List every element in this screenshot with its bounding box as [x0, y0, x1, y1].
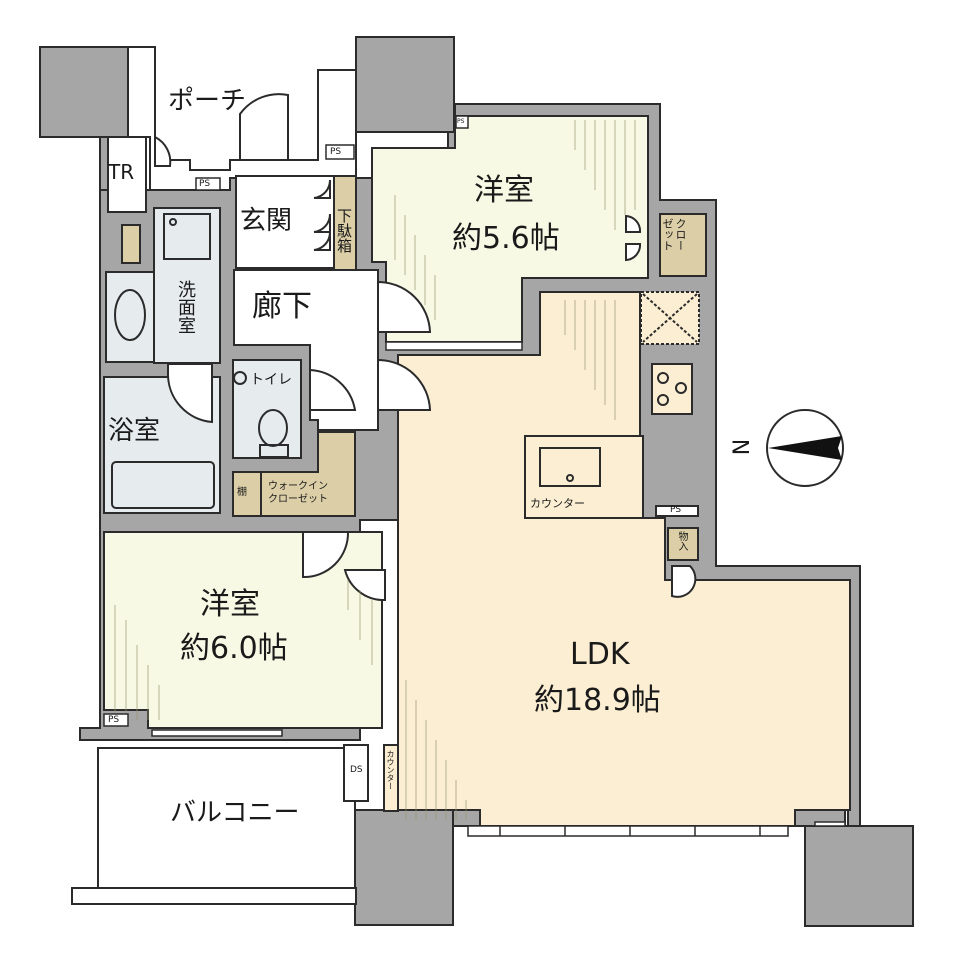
ps-kitchen: [655, 505, 699, 517]
bathroom-door: [166, 363, 213, 424]
closet-north: [659, 213, 707, 277]
entrance-label: 玄関: [240, 206, 293, 236]
walk-in-closet-label: ウォークイン クローゼット: [268, 481, 328, 505]
ps-bedroom-north-label: PS: [457, 118, 465, 125]
ldk-label: LDK: [570, 637, 630, 672]
bedroom-north-door: [377, 280, 432, 333]
ps-bedroom-north: [455, 115, 469, 129]
ps-kitchen-label: PS: [670, 505, 682, 515]
hallway-label: 廊下: [252, 289, 312, 324]
ps-bedroom-south: [103, 713, 129, 727]
ps-bedroom-south-label: PS: [108, 715, 120, 725]
ldk-size: 約18.9帖: [534, 683, 661, 718]
toilet-paper-icon: [233, 371, 247, 385]
ps-boxes: [103, 115, 469, 727]
front-door: [239, 93, 289, 161]
storage-door: [671, 565, 697, 598]
fixtures: [114, 213, 289, 458]
washing-machine-pan: [163, 213, 211, 260]
bedroom-north-floor: [371, 115, 649, 343]
closet-north-door: [625, 214, 642, 233]
ldk-sliding-window: [467, 825, 789, 837]
north-arrow-icon: [766, 409, 844, 487]
shoe-box-door: [313, 179, 332, 199]
closet-north-label: クロー ゼット: [661, 218, 687, 251]
shelf: [232, 471, 262, 517]
burner-icon: [657, 394, 669, 406]
bedroom-north-window: [385, 341, 523, 351]
column-northwest: [39, 46, 129, 138]
linen-storage: [121, 224, 141, 264]
column-southeast: [804, 825, 914, 927]
compass-north-label: N: [730, 438, 756, 456]
storage-small-label: 物入: [676, 531, 687, 551]
shoe-box-label: 下駄箱: [335, 208, 353, 253]
ps-porch-label: PS: [199, 179, 211, 189]
walk-in-closet-door: [343, 569, 386, 602]
ldk-floor: [397, 291, 851, 827]
living-counter: [383, 744, 399, 812]
storage-small: [667, 527, 699, 561]
kitchen: [524, 291, 700, 561]
washroom-label: 洗面室: [175, 280, 196, 334]
floor-hatching: [114, 120, 636, 820]
toilet-floor: [232, 359, 302, 459]
ps-outer-label: PS: [330, 147, 342, 157]
ds-shaft: [343, 744, 369, 802]
bedroom-south-door: [302, 531, 350, 579]
vent: [814, 821, 846, 827]
porch-label: ポーチ: [168, 86, 247, 116]
bedroom-north-label: 洋室: [474, 173, 534, 208]
balcony-railing: [71, 887, 357, 905]
trunk-room-floor: [107, 136, 147, 213]
windows: [151, 341, 846, 837]
ds-label: DS: [350, 765, 363, 775]
bedroom-south-label: 洋室: [200, 587, 260, 622]
ps-porch: [195, 177, 221, 191]
kitchen-counter-label: カウンター: [530, 497, 585, 510]
floors: [71, 46, 851, 905]
column-north-center: [355, 36, 455, 133]
bedroom-south-floor: [103, 531, 383, 729]
bedroom-south-size: 約6.0帖: [180, 631, 288, 666]
entrance-floor: [235, 175, 335, 269]
bathtub: [111, 461, 215, 509]
balcony-label: バルコニー: [170, 798, 300, 828]
tr-door: [154, 135, 172, 167]
ps-outer: [325, 144, 355, 160]
trunk-room-label: TR: [108, 160, 135, 184]
washbasin-area: [105, 271, 155, 363]
walk-in-closet: [260, 431, 356, 517]
living-counter-label: カウンター: [386, 750, 395, 790]
burner-icon: [657, 372, 669, 384]
bedroom-north-size: 約5.6帖: [452, 221, 560, 256]
bathroom-label: 浴室: [108, 416, 161, 446]
bedroom-south-window: [151, 729, 283, 737]
column-south-center: [354, 809, 454, 926]
ldk-door: [377, 358, 432, 411]
shelf-label: 棚: [237, 487, 247, 498]
toilet-label: トイレ: [250, 372, 292, 388]
toilet-door: [309, 368, 357, 411]
doors: [154, 93, 697, 602]
sink: [539, 447, 601, 487]
washbasin-icon: [114, 289, 146, 341]
burner-icon: [675, 382, 687, 394]
